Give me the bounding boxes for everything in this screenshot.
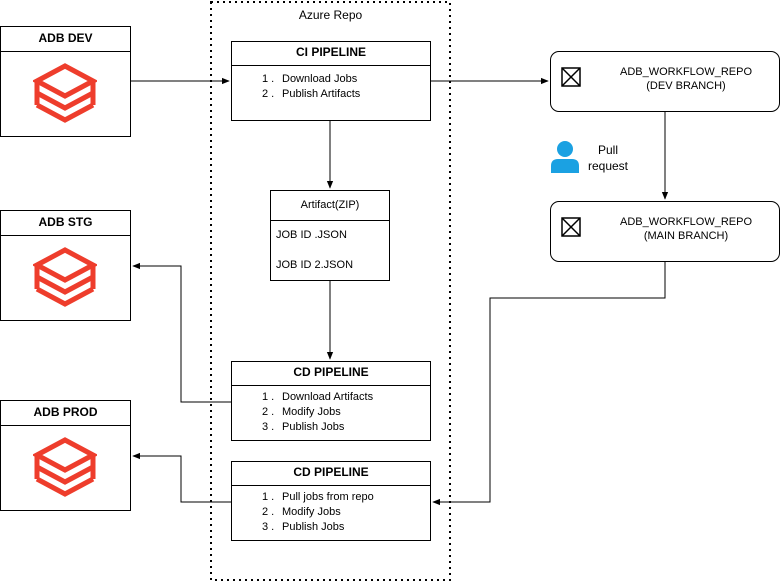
repo-main-branch-box: ADB_WORKFLOW_REPO (MAIN BRANCH) bbox=[550, 201, 780, 262]
broken-image-icon bbox=[561, 217, 581, 237]
arrow-cd1-to-stg bbox=[132, 262, 231, 403]
databricks-logo-icon bbox=[33, 63, 97, 123]
cd-pipeline-2-box: CD PIPELINE 1 .Pull jobs from repo 2 .Mo… bbox=[231, 461, 431, 541]
repo-main-label: ADB_WORKFLOW_REPO (MAIN BRANCH) bbox=[619, 216, 753, 242]
databricks-logo-icon bbox=[33, 247, 97, 307]
user-icon bbox=[551, 141, 579, 173]
ci-pipeline-box: CI PIPELINE 1 .Download Jobs 2 .Publish … bbox=[231, 41, 431, 121]
azure-repo-container bbox=[210, 1, 451, 581]
broken-image-icon bbox=[561, 67, 581, 87]
list-item: 1 .Pull jobs from repo bbox=[262, 491, 374, 503]
list-item: 3 .Publish Jobs bbox=[262, 421, 345, 433]
ci-steps: 1 .Download Jobs 2 .Publish Artifacts bbox=[262, 72, 360, 102]
cd-pipeline-1-box: CD PIPELINE 1 .Download Artifacts 2 .Mod… bbox=[231, 361, 431, 441]
list-item: 3 .Publish Jobs bbox=[262, 521, 345, 533]
cd-pipeline-2-title: CD PIPELINE bbox=[232, 462, 430, 486]
adb-dev-label: ADB DEV bbox=[1, 27, 130, 52]
artifact-box: Artifact(ZIP) JOB ID .JSON JOB ID 2.JSON bbox=[270, 190, 390, 281]
list-item: 2 .Modify Jobs bbox=[262, 506, 341, 518]
cd2-steps: 1 .Pull jobs from repo 2 .Modify Jobs 3 … bbox=[262, 490, 374, 535]
artifact-file: JOB ID 2.JSON bbox=[276, 259, 354, 271]
cd-pipeline-1-title: CD PIPELINE bbox=[232, 362, 430, 386]
container-title: Azure Repo bbox=[298, 8, 363, 22]
artifact-file: JOB ID .JSON bbox=[276, 229, 347, 241]
list-item: 2 .Modify Jobs bbox=[262, 406, 341, 418]
arrow-repo-main-to-cd2 bbox=[432, 262, 666, 506]
artifact-title: Artifact(ZIP) bbox=[271, 191, 389, 221]
adb-prod-label: ADB PROD bbox=[1, 401, 130, 426]
ci-pipeline-title: CI PIPELINE bbox=[232, 42, 430, 66]
databricks-logo-icon bbox=[33, 437, 97, 497]
list-item: 1 .Download Artifacts bbox=[262, 391, 374, 403]
cd1-steps: 1 .Download Artifacts 2 .Modify Jobs 3 .… bbox=[262, 390, 373, 435]
list-item: 2 .Publish Artifacts bbox=[262, 88, 361, 100]
pull-request-label: Pull request bbox=[587, 143, 629, 173]
adb-stg-box: ADB STG bbox=[0, 210, 131, 321]
repo-dev-label: ADB_WORKFLOW_REPO (DEV BRANCH) bbox=[619, 66, 753, 92]
adb-dev-box: ADB DEV bbox=[0, 26, 131, 137]
repo-dev-branch-box: ADB_WORKFLOW_REPO (DEV BRANCH) bbox=[550, 51, 780, 112]
list-item: 1 .Download Jobs bbox=[262, 73, 358, 85]
adb-stg-label: ADB STG bbox=[1, 211, 130, 236]
adb-prod-box: ADB PROD bbox=[0, 400, 131, 511]
arrow-cd2-to-prod bbox=[132, 452, 231, 503]
